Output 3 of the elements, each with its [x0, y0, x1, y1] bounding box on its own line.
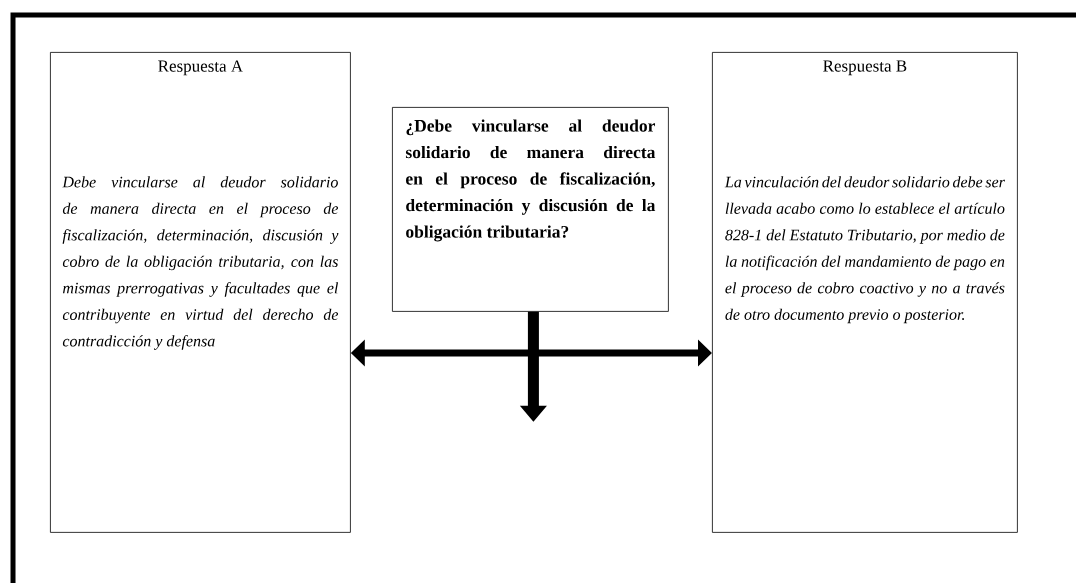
question-box: ¿Debe vincularse al deudor solidario de manera directa en el proceso de fiscalización, determinación y discusión de la obligación tributaria? — [392, 107, 669, 312]
answer-box: Respuesta A Debe vincularse al deudor solidario de manera directa en el proceso de fiscalización, determinación, discusión y cobro de la obligación tributaria, con las mismas prerrogativas y facultades que el contribuyente en virtud del derecho de contradicción y defensa — [50, 52, 351, 533]
answer-box: Respuesta B La vinculación del deudor solidario debe ser llevada acabo como lo establece el artículo 828-1 del Estatuto Tributario, por medio de la notificación del mandamiento de pago en el proceso de cobro coactivo y no a través de otro documento previo o posterior. — [712, 52, 1018, 533]
